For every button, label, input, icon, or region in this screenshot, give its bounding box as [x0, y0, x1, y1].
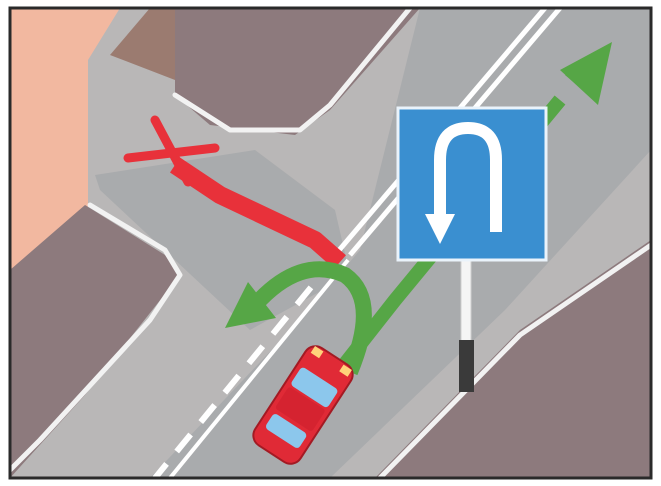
pole-base — [459, 340, 474, 392]
u-turn-sign — [398, 108, 546, 260]
